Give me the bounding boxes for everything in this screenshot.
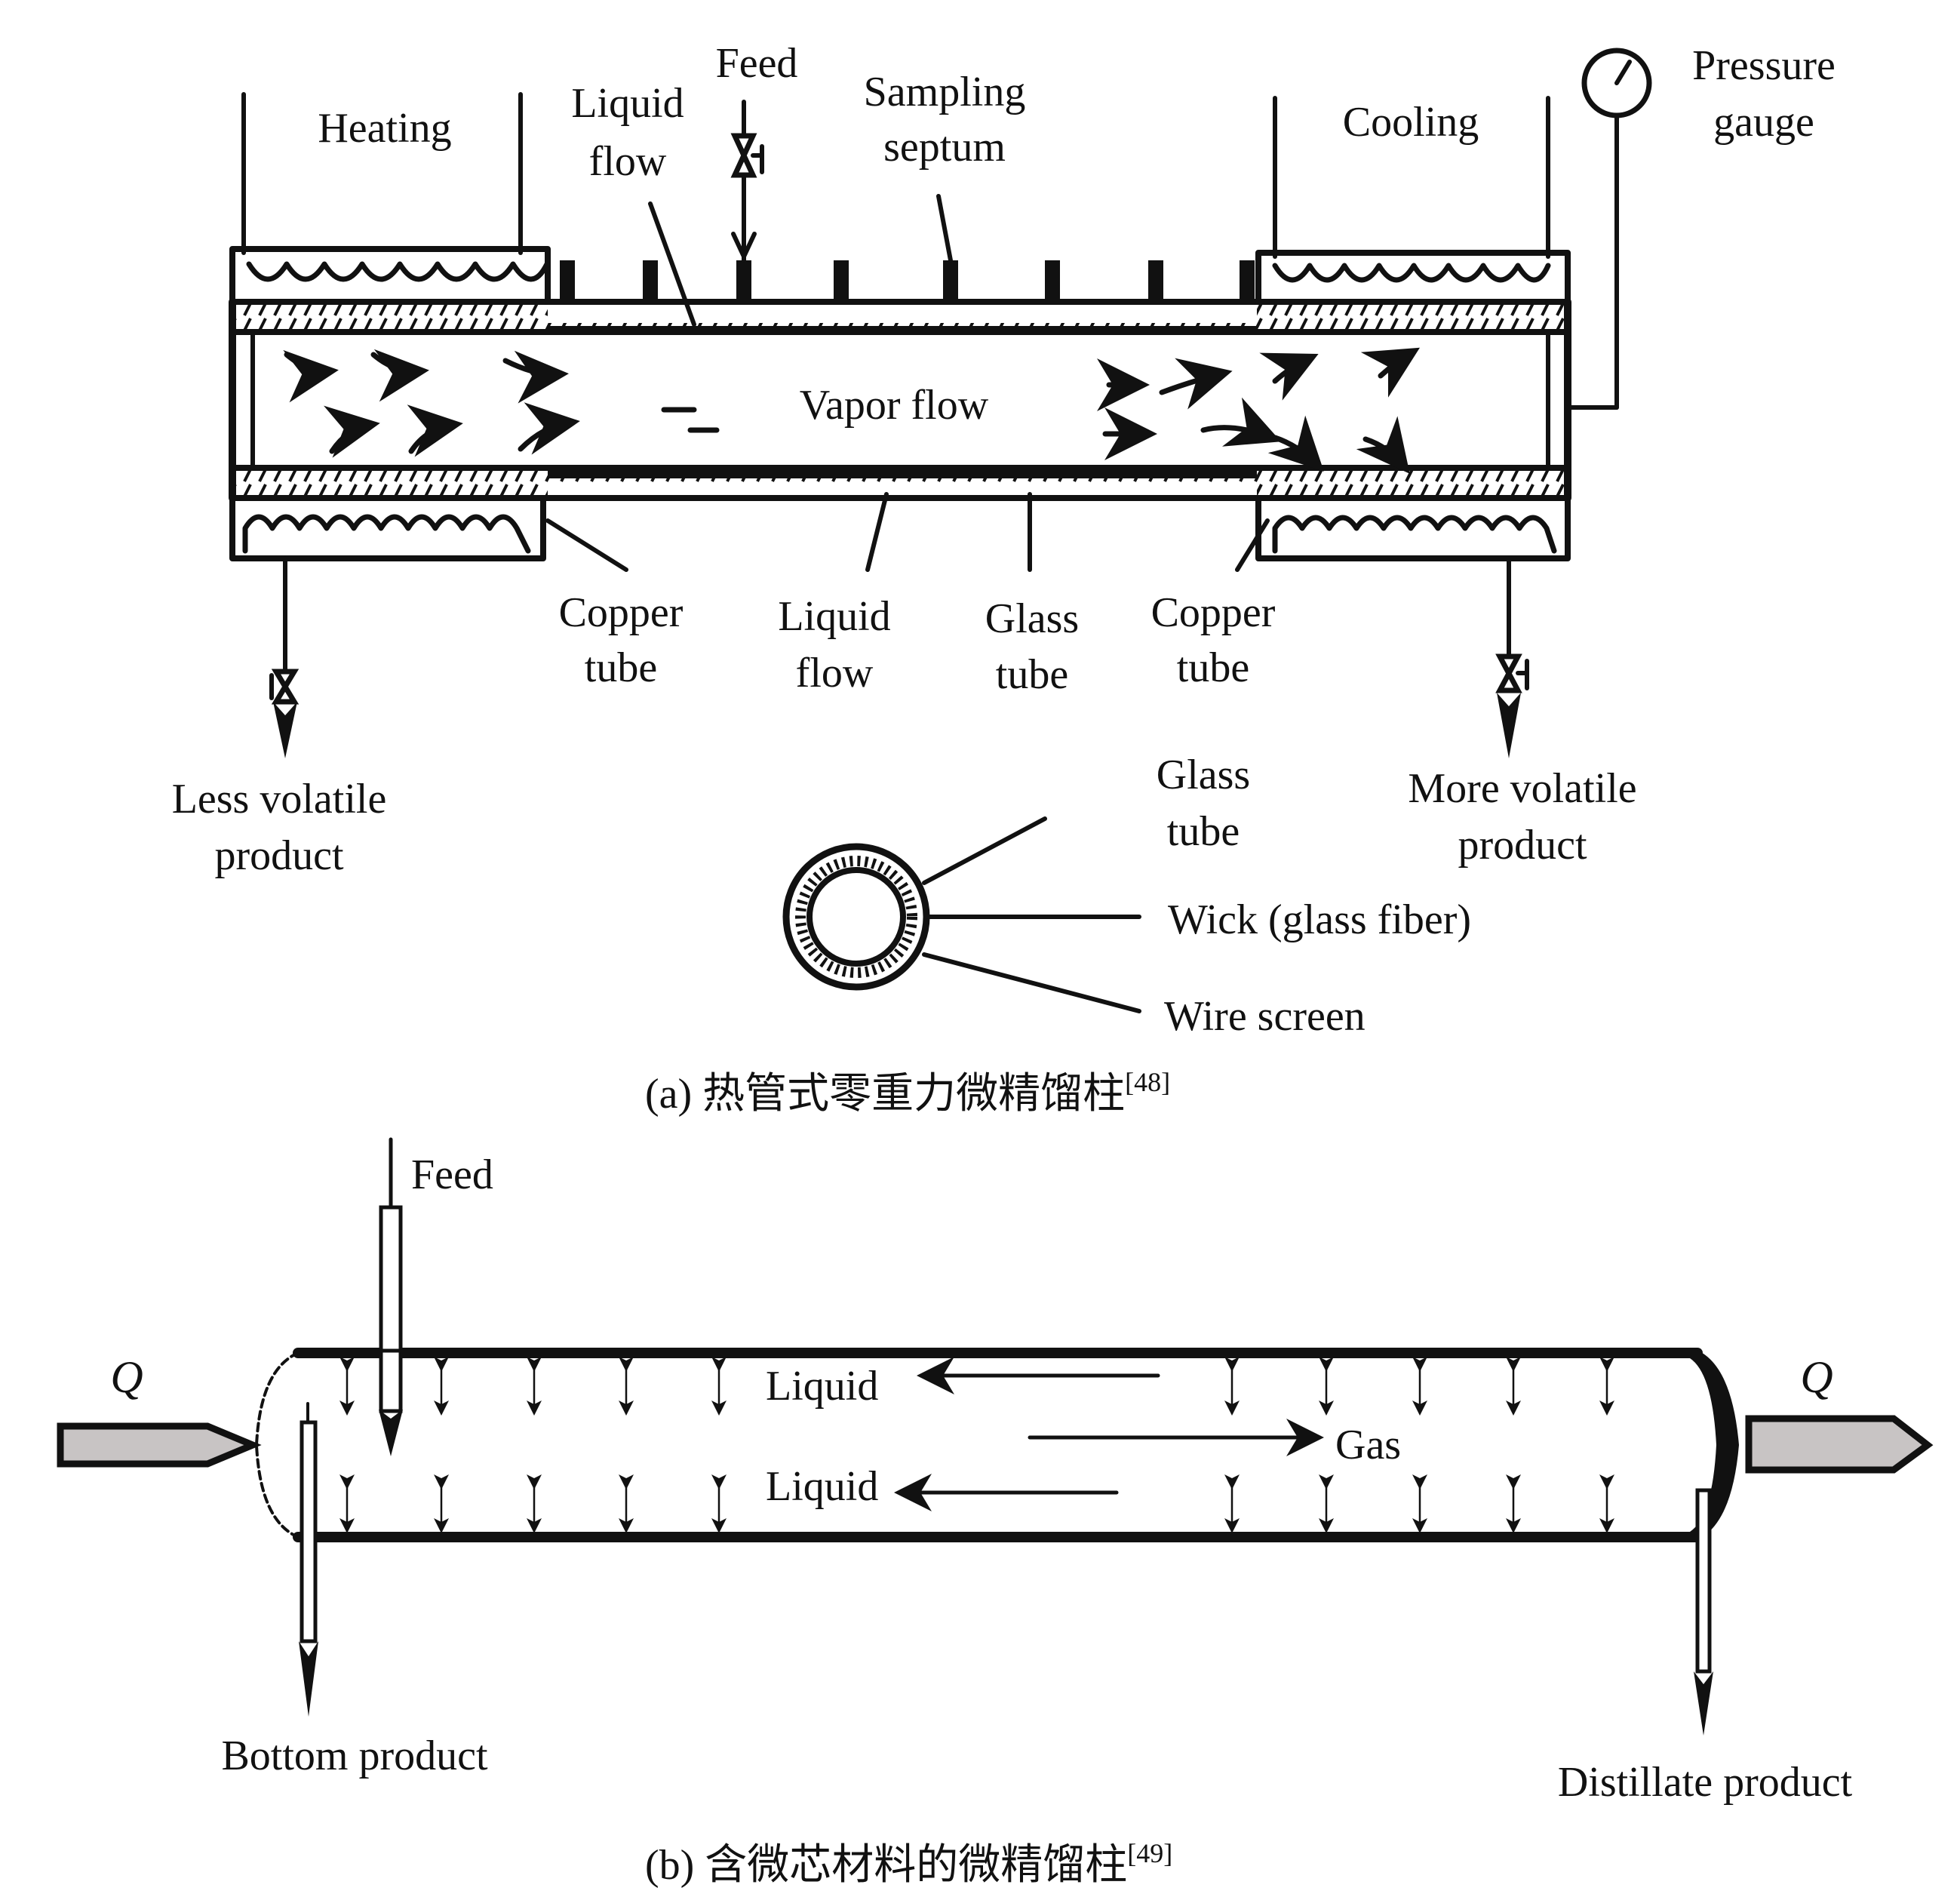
figure-b: Feed Q Q Liquid Gas Liquid Bottom produc… <box>57 1137 1934 1889</box>
vapor-flow-arrows <box>283 347 1421 474</box>
label-liquid-upper: Liquid <box>766 1363 878 1410</box>
label-pressure-gauge-2: gauge <box>1713 99 1814 146</box>
label-feed-a: Feed <box>716 40 798 87</box>
feed-arrow-icon <box>731 232 757 259</box>
label-copper-tube-left-1: Copper <box>559 589 684 636</box>
label-sampling-septum-1: Sampling <box>864 69 1026 115</box>
pressure-gauge-icon <box>1565 48 1652 410</box>
cooling-jacket <box>1255 96 1571 305</box>
label-bottom-product: Bottom product <box>221 1733 488 1779</box>
figure-a: Heating Liquid flow Feed Sampling septum… <box>172 40 1836 1118</box>
label-copper-tube-right-1: Copper <box>1151 589 1276 636</box>
label-liquid-lower: Liquid <box>766 1463 878 1510</box>
label-q-right: Q <box>1800 1352 1833 1402</box>
cross-section-icon <box>782 816 1141 1013</box>
distillate-pipe <box>1694 1488 1713 1736</box>
label-glass-tube-2: tube <box>996 651 1068 698</box>
mass-transfer-arrows <box>339 1357 1614 1533</box>
bottom-valve-right-icon <box>1495 653 1522 693</box>
label-cs-glass-tube-2: tube <box>1167 808 1240 855</box>
label-liquid-flow-bottom-2: flow <box>796 650 874 696</box>
label-liquid-flow-top-1: Liquid <box>571 80 684 127</box>
label-vapor-flow: Vapor flow <box>800 382 989 429</box>
label-less-volatile-2: product <box>214 832 344 879</box>
caption-b-text: (b) 含微芯材料的微精馏柱 <box>645 1842 1127 1889</box>
cooling-jacket-bottom <box>1255 495 1571 758</box>
heat-pipe-column <box>229 298 1571 502</box>
label-pressure-gauge-1: Pressure <box>1692 42 1836 89</box>
label-heating: Heating <box>318 105 451 152</box>
feed-pipe <box>379 1137 403 1456</box>
caption-a: (a) 热管式零重力微精馏柱[48] <box>645 1067 1170 1118</box>
cooling-coil-top <box>1272 263 1551 283</box>
caption-b: (b) 含微芯材料的微精馏柱[49] <box>645 1838 1172 1889</box>
more-volatile-arrow-icon <box>1497 693 1521 758</box>
heating-coil-top <box>246 261 550 282</box>
feed-line <box>730 100 764 263</box>
bottom-product-arrow-icon <box>299 1641 318 1717</box>
bottom-product-pipe <box>299 1402 318 1717</box>
label-feed-b: Feed <box>411 1151 493 1198</box>
lower-transfer-arrows <box>339 1474 1614 1533</box>
heat-input-arrow-icon <box>57 1422 262 1468</box>
caption-a-ref: [48] <box>1125 1067 1170 1097</box>
label-q-left: Q <box>110 1352 143 1402</box>
less-volatile-arrow-icon <box>273 702 297 758</box>
label-cs-wire-screen: Wire screen <box>1164 993 1366 1040</box>
feed-arrow-b-icon <box>379 1410 403 1456</box>
liquid-flow-leader-top <box>648 201 696 327</box>
label-cooling: Cooling <box>1343 99 1479 146</box>
heat-output-arrow-icon <box>1745 1415 1934 1474</box>
sampling-septa <box>560 260 1255 302</box>
label-cs-glass-tube-1: Glass <box>1157 752 1250 798</box>
label-copper-tube-left-2: tube <box>585 644 657 691</box>
feed-valve-icon <box>730 133 757 178</box>
sampling-septum-leader <box>936 194 953 263</box>
bottom-valve-left-icon <box>271 669 300 705</box>
label-copper-tube-right-2: tube <box>1177 644 1249 691</box>
label-gas: Gas <box>1335 1422 1401 1468</box>
label-liquid-flow-top-2: flow <box>589 138 667 185</box>
caption-b-ref: [49] <box>1127 1838 1172 1868</box>
label-more-volatile-2: product <box>1458 822 1587 869</box>
upper-transfer-arrows <box>339 1357 1614 1416</box>
label-sampling-septum-2: septum <box>883 124 1006 171</box>
label-liquid-flow-bottom-1: Liquid <box>778 593 890 640</box>
distillate-arrow-icon <box>1694 1671 1713 1736</box>
bottom-leaders <box>545 492 1270 572</box>
label-less-volatile-1: Less volatile <box>172 776 387 822</box>
label-cs-wick: Wick (glass fiber) <box>1168 896 1471 943</box>
label-distillate-product: Distillate product <box>1558 1759 1853 1806</box>
heating-jacket-bottom <box>229 495 546 758</box>
label-more-volatile-1: More volatile <box>1408 765 1636 812</box>
label-glass-tube-1: Glass <box>985 595 1079 642</box>
caption-a-text: (a) 热管式零重力微精馏柱 <box>645 1071 1125 1118</box>
